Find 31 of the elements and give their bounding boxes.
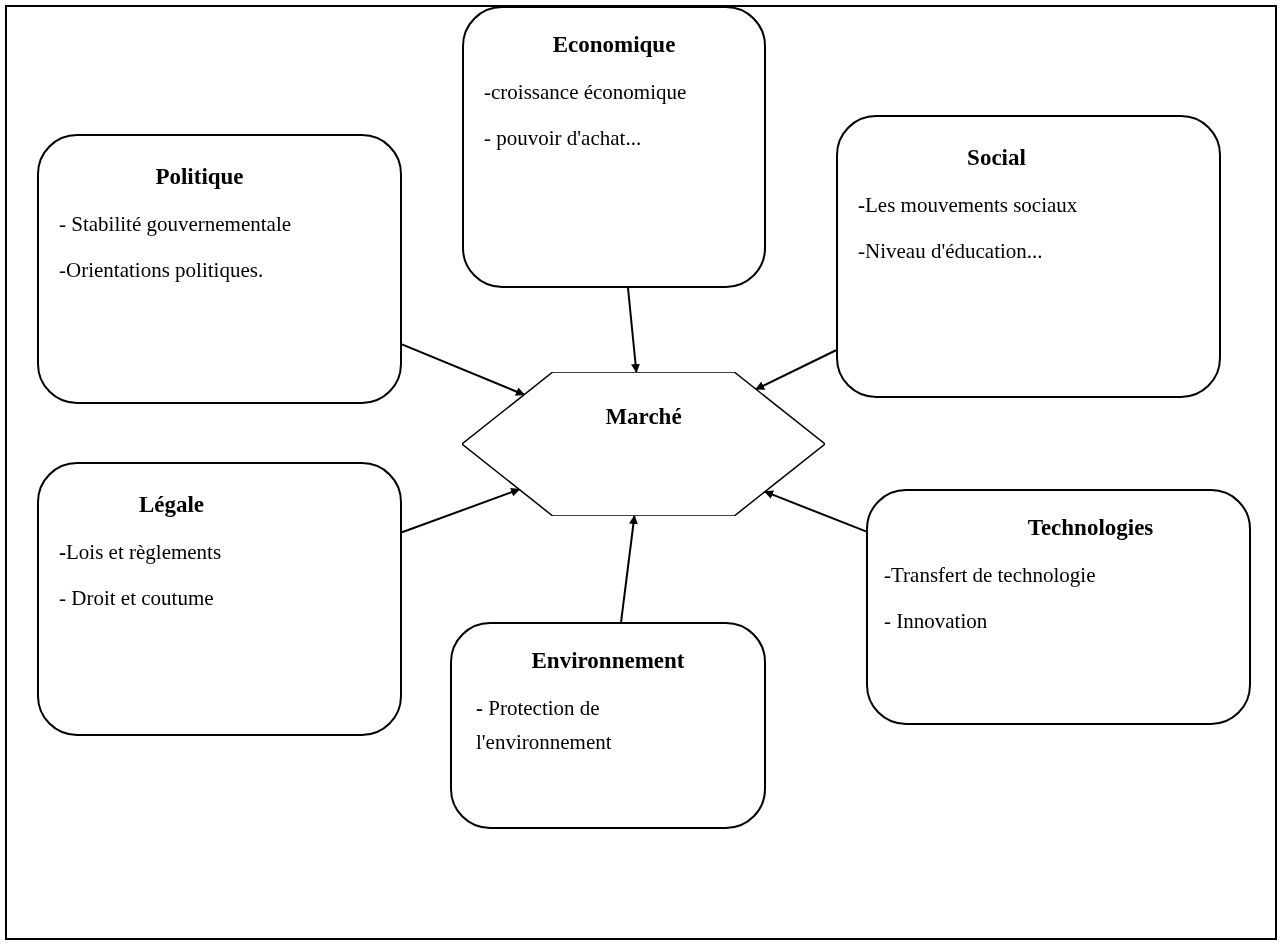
box-heading: Politique xyxy=(155,164,244,189)
factor-box xyxy=(866,489,1251,725)
factor-item: - Protection de l'environnement xyxy=(476,694,613,756)
arrow xyxy=(627,287,641,373)
arrow xyxy=(401,343,526,396)
factor-item: -Orientations politiques. xyxy=(59,256,265,284)
box-heading: Technologies xyxy=(1027,515,1154,540)
box-heading: Environnement xyxy=(531,648,685,673)
factor-item: - Innovation xyxy=(884,607,989,635)
factor-item: -croissance économique xyxy=(484,78,688,106)
factor-box xyxy=(462,6,766,288)
box-heading: Marché xyxy=(605,404,682,429)
factor-box xyxy=(836,115,1221,398)
factor-item: - Stabilité gouvernementale xyxy=(59,210,293,238)
arrow xyxy=(401,488,521,534)
factor-item: - Droit et coutume xyxy=(59,584,215,612)
box-heading: Social xyxy=(967,145,1026,170)
factor-box xyxy=(37,134,402,404)
arrow xyxy=(754,349,837,391)
factor-box xyxy=(450,622,766,829)
box-heading: Economique xyxy=(552,32,676,57)
arrow xyxy=(763,490,867,533)
factor-item: -Lois et règlements xyxy=(59,538,223,566)
arrow xyxy=(620,515,638,623)
factor-item: -Transfert de technologie xyxy=(884,561,1097,589)
factor-box xyxy=(37,462,402,736)
box-heading: Légale xyxy=(138,492,205,517)
factor-item: -Les mouvements sociaux xyxy=(858,191,1079,219)
factor-item: - pouvoir d'achat... xyxy=(484,124,643,152)
hexagon-node xyxy=(462,372,825,516)
factor-item: -Niveau d'éducation... xyxy=(858,237,1044,265)
